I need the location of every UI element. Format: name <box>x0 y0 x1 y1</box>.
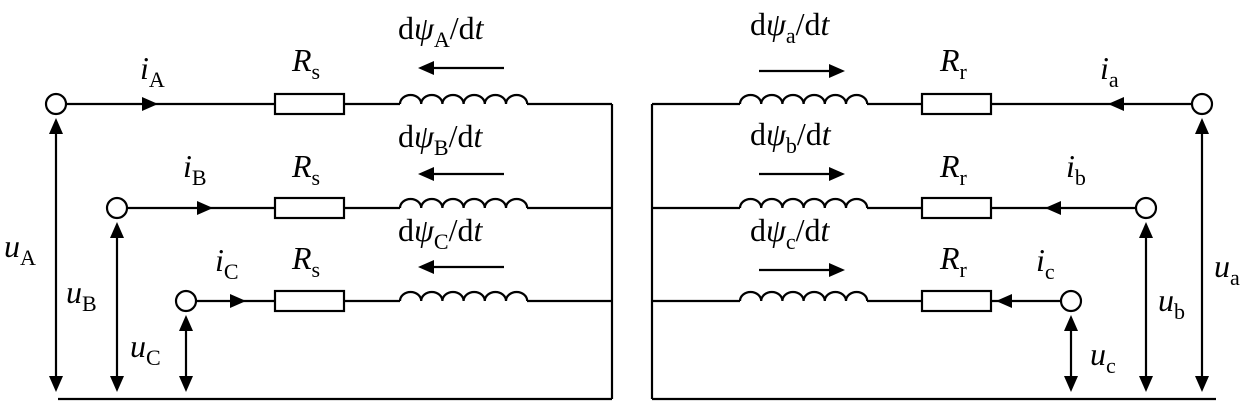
emf-label-a: dψa/dt <box>750 6 830 48</box>
rotor-circuit <box>650 64 1216 401</box>
resistor-label-Rs-A: Rs <box>292 42 321 84</box>
emf-label-B: dψB/dt <box>398 118 483 160</box>
voltage-label-ua: ua <box>1214 248 1240 290</box>
current-label-ib: ib <box>1066 148 1086 190</box>
inductor-A <box>398 93 529 106</box>
current-label-iC: iC <box>215 242 239 284</box>
terminal-a <box>1190 92 1214 116</box>
resistor-label-Rr-a: Rr <box>940 42 967 84</box>
current-arrow-C <box>230 294 246 308</box>
resistor-Rs-C <box>273 289 346 313</box>
inductor-C <box>398 290 529 303</box>
voltage-arrow-uC <box>179 315 193 392</box>
voltage-arrow-ub <box>1139 222 1153 392</box>
resistor-Rr-a <box>920 92 993 116</box>
current-arrow-a <box>1108 97 1124 111</box>
inductor-a <box>738 93 869 106</box>
resistor-label-Rs-B: Rs <box>292 148 321 190</box>
current-label-ic: ic <box>1036 242 1055 284</box>
current-label-ia: ia <box>1100 50 1119 92</box>
voltage-label-uA: uA <box>4 228 36 270</box>
terminal-B <box>105 196 129 220</box>
terminal-C <box>174 289 198 313</box>
voltage-arrow-uA <box>49 118 63 392</box>
emf-label-A: dψA/dt <box>398 10 484 52</box>
voltage-label-uc: uc <box>1090 336 1116 378</box>
voltage-arrow-uB <box>110 222 124 392</box>
terminal-c <box>1059 289 1083 313</box>
resistor-Rr-b <box>920 196 993 220</box>
resistor-Rr-c <box>920 289 993 313</box>
voltage-label-ub: ub <box>1158 282 1185 324</box>
resistor-Rs-B <box>273 196 346 220</box>
emf-label-C: dψC/dt <box>398 212 483 254</box>
current-arrow-B <box>197 201 213 215</box>
voltage-arrow-uc <box>1064 315 1078 392</box>
terminal-b <box>1134 196 1158 220</box>
inductor-b <box>738 197 869 210</box>
current-arrow-c <box>996 294 1012 308</box>
inductor-B <box>398 197 529 210</box>
current-label-iB: iB <box>183 148 207 190</box>
emf-label-b: dψb/dt <box>750 116 831 158</box>
terminal-A <box>44 92 68 116</box>
voltage-label-uC: uC <box>130 328 161 370</box>
resistor-Rs-A <box>273 92 346 116</box>
resistor-label-Rs-C: Rs <box>292 240 321 282</box>
voltage-label-uB: uB <box>66 274 97 316</box>
voltage-arrow-ua <box>1195 118 1209 392</box>
resistor-label-Rr-c: Rr <box>940 240 967 282</box>
current-arrow-b <box>1045 201 1061 215</box>
emf-label-c: dψc/dt <box>750 212 830 254</box>
inductor-c <box>738 290 869 303</box>
current-label-iA: iA <box>140 50 165 92</box>
resistor-label-Rr-b: Rr <box>940 148 967 190</box>
current-arrow-A <box>142 97 158 111</box>
stator-circuit <box>44 61 614 401</box>
